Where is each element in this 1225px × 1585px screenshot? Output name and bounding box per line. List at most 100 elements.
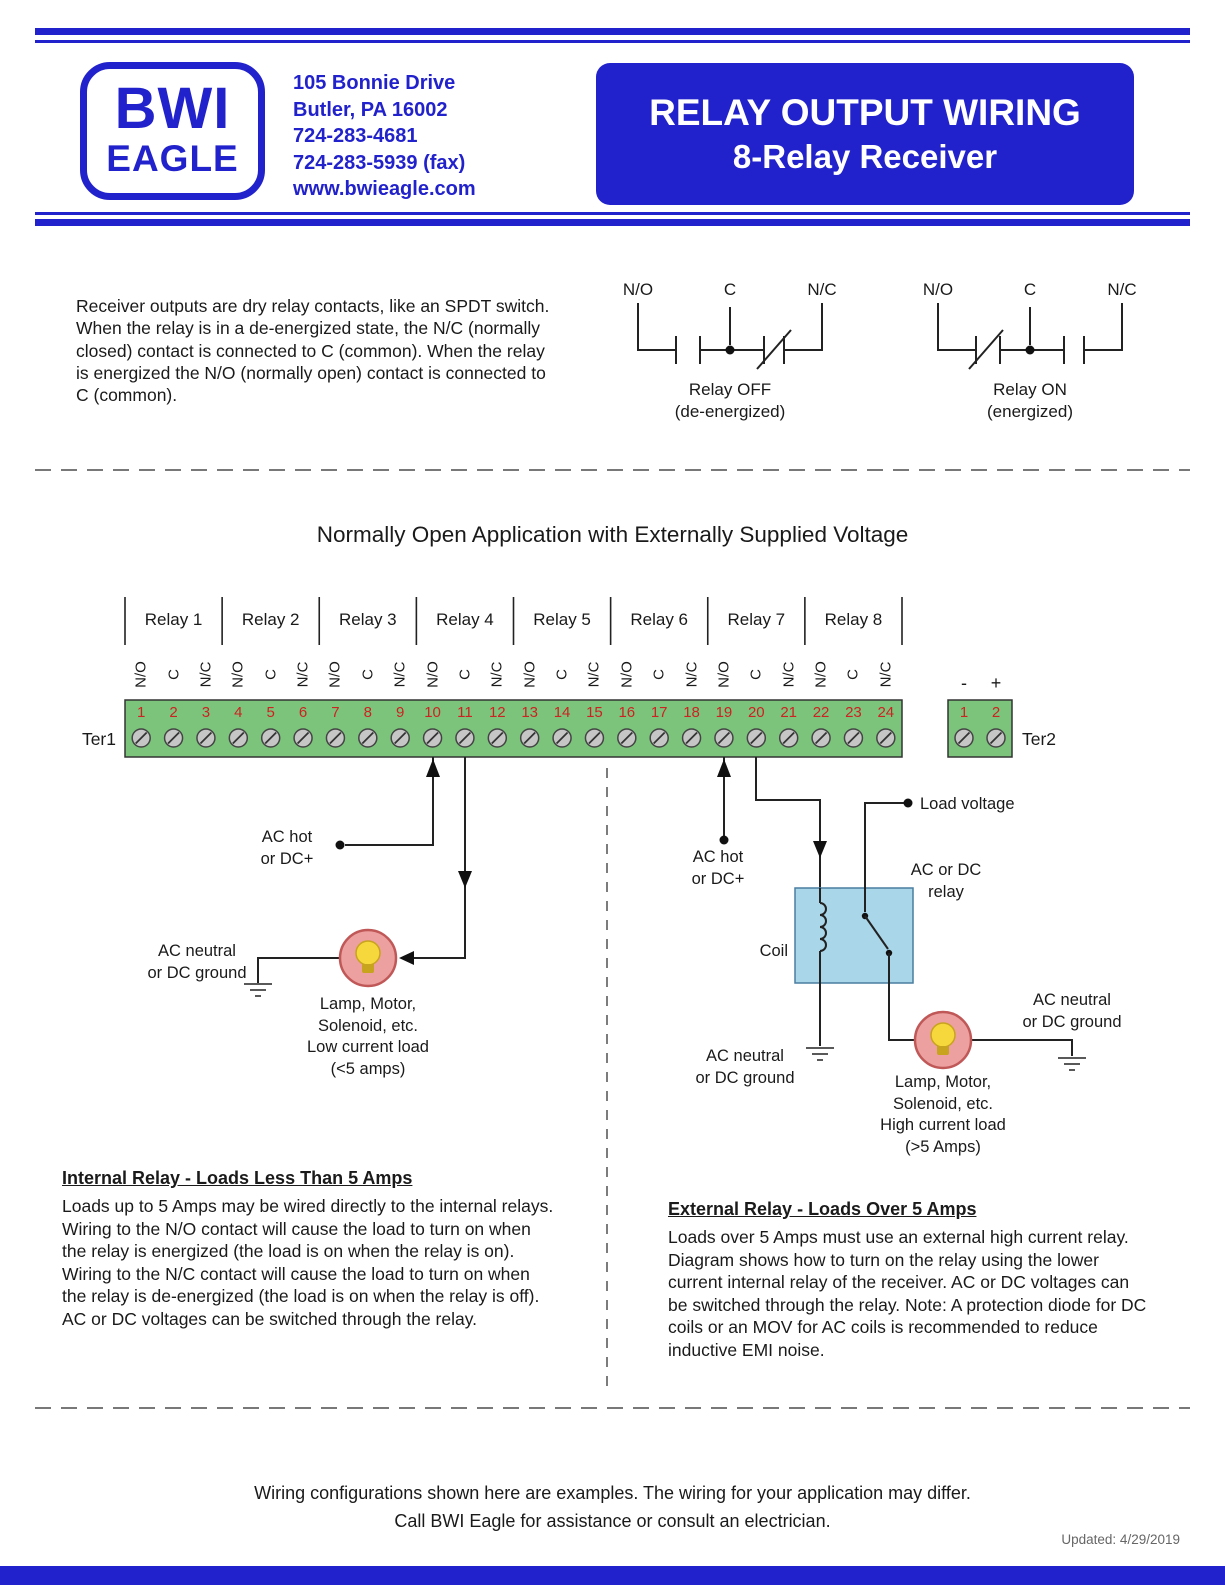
terminal-number: 1	[137, 704, 146, 721]
relay-group-label: Relay 6	[630, 610, 688, 629]
ter2-label: Ter2	[1022, 729, 1057, 749]
terminal-contact-label: N/C	[488, 661, 506, 688]
terminal-screw-slot	[135, 731, 148, 745]
terminal-number: 6	[298, 704, 308, 721]
ter2-minus-label: -	[961, 673, 967, 693]
terminal-contact-label: C	[747, 669, 765, 680]
terminal-contact-label: N/O	[618, 661, 636, 688]
terminal-screw-slot	[232, 731, 245, 745]
relay-type-line1: AC or DC	[910, 861, 982, 879]
intro-paragraph: Receiver outputs are dry relay contacts,…	[76, 296, 550, 406]
terminal-number: 2	[169, 704, 178, 721]
terminal-screw-slot	[296, 731, 310, 745]
terminal-screw-slot	[264, 731, 277, 745]
address-line-website: www.bwieagle.com	[293, 178, 476, 200]
internal-neutral-label: AC neutral or DC ground	[147, 941, 246, 984]
terminal-screw-slot	[620, 731, 633, 745]
external-hot-line2: or DC+	[691, 869, 745, 888]
relay-on-c-label: C	[1023, 280, 1037, 299]
terminal-number: 8	[363, 704, 372, 721]
doc-subtitle: 8-Relay Receiver	[732, 138, 998, 175]
header-rule-thin	[35, 212, 1190, 215]
ter1-label: Ter1	[81, 729, 116, 749]
terminal-number: 17	[650, 704, 668, 721]
footer-line2: Call BWI Eagle for assistance or consult…	[394, 1510, 831, 1531]
relay-on-caption-line2: (energized)	[987, 402, 1073, 421]
ground-symbol-load	[1058, 1057, 1086, 1071]
terminal-screw-slot	[750, 731, 763, 745]
external-load-caption: Lamp, Motor, Solenoid, etc. High current…	[880, 1072, 1006, 1158]
external-neutral-left-label: AC neutral or DC ground	[695, 1046, 794, 1089]
external-load-caption-line4: (>5 Amps)	[905, 1137, 981, 1156]
external-load-caption-line3: High current load	[880, 1116, 1006, 1134]
terminal-screw-slot	[782, 731, 795, 745]
terminal-number: 11	[457, 704, 473, 721]
internal-hot-label: AC hot or DC+	[261, 827, 314, 870]
relay-group-label: Relay 4	[436, 610, 494, 629]
coil-symbol	[819, 902, 827, 952]
terminal-screw-slot	[199, 731, 213, 745]
title-box: RELAY OUTPUT WIRING 8-Relay Receiver	[596, 63, 1134, 205]
terminal-contact-label: N/C	[780, 661, 798, 688]
terminal-number: 22	[812, 704, 830, 721]
ter2-strip	[947, 699, 1013, 758]
terminal-number: 20	[747, 704, 765, 721]
relay-group-label: Relay 2	[241, 610, 300, 629]
coil-label: Coil	[759, 942, 788, 960]
relay-on-nc-label: N/C	[1107, 280, 1137, 299]
address-line-fax: 724-283-5939 (fax)	[293, 151, 466, 174]
terminal-screw-slot	[426, 731, 439, 745]
terminal-screw-slot	[814, 731, 828, 745]
external-neutral-right-label: AC neutral or DC ground	[1022, 990, 1121, 1033]
terminal-number: 10	[424, 704, 441, 721]
terminal-contact-label: N/O	[715, 661, 733, 688]
terminal-screw-slot	[361, 731, 374, 745]
relay-off-caption-line1: Relay OFF	[688, 380, 772, 399]
lamp-low-current-icon	[338, 928, 398, 988]
terminal-contact-label: C	[359, 669, 377, 680]
terminal-contact-label: C	[262, 669, 280, 680]
relay-on-caption: Relay ON (energized)	[987, 379, 1073, 423]
terminal-contact-label: N/C	[683, 661, 701, 688]
terminal-contact-label: N/C	[391, 661, 409, 688]
relay-group-label: Relay 5	[533, 610, 591, 629]
internal-relay-heading: Internal Relay - Loads Less Than 5 Amps	[62, 1168, 413, 1188]
internal-load-caption-line1: Lamp, Motor,	[319, 995, 417, 1013]
logo-text-eagle: EAGLE	[106, 138, 239, 179]
external-relay-body: Loads over 5 Amps must use an external h…	[668, 1227, 1147, 1360]
relay-group-label: Relay 8	[824, 610, 883, 629]
updated-date: Updated: 4/29/2019	[1061, 1532, 1180, 1547]
external-relay-wiring	[717, 757, 1086, 1071]
internal-neutral-line1: AC neutral	[158, 942, 236, 960]
terminal-screw-slot	[555, 731, 569, 745]
terminal-contact-label: N/O	[229, 661, 247, 688]
ter2-number-2: 2	[991, 704, 1001, 721]
terminal-number: 14	[553, 704, 571, 721]
terminal-screw-slot	[329, 731, 342, 745]
doc-title: RELAY OUTPUT WIRING	[649, 92, 1081, 133]
terminal-number: 18	[683, 704, 700, 721]
terminal-contact-label: N/C	[585, 661, 603, 688]
terminal-number: 23	[845, 704, 862, 721]
relay-group-label: Relay 7	[727, 610, 786, 629]
external-neutral-left-line2: or DC ground	[695, 1068, 795, 1087]
terminal-screw-slot	[167, 731, 180, 745]
internal-load-caption-line2: Solenoid, etc.	[318, 1016, 418, 1035]
relay-off-caption: Relay OFF (de-energized)	[675, 379, 786, 423]
terminal-screw-slot	[989, 731, 1003, 745]
terminal-contact-label: N/C	[877, 661, 895, 688]
header-rule-thick	[35, 219, 1190, 226]
terminal-number: 24	[877, 704, 895, 721]
external-relay-heading: External Relay - Loads Over 5 Amps	[668, 1199, 977, 1219]
terminal-screw-slot	[879, 731, 892, 745]
address-line-phone: 724-283-4681	[293, 125, 418, 147]
lamp-high-current-icon	[913, 1010, 973, 1070]
external-load-caption-line1: Lamp, Motor,	[894, 1073, 992, 1091]
relay-on-caption-line1: Relay ON	[993, 380, 1067, 399]
terminal-contact-label: C	[165, 669, 183, 680]
terminal-number: 16	[618, 704, 636, 721]
external-neutral-right-line1: AC neutral	[1033, 991, 1111, 1009]
bottom-bar	[0, 1566, 1225, 1585]
terminal-number: 7	[331, 704, 340, 721]
